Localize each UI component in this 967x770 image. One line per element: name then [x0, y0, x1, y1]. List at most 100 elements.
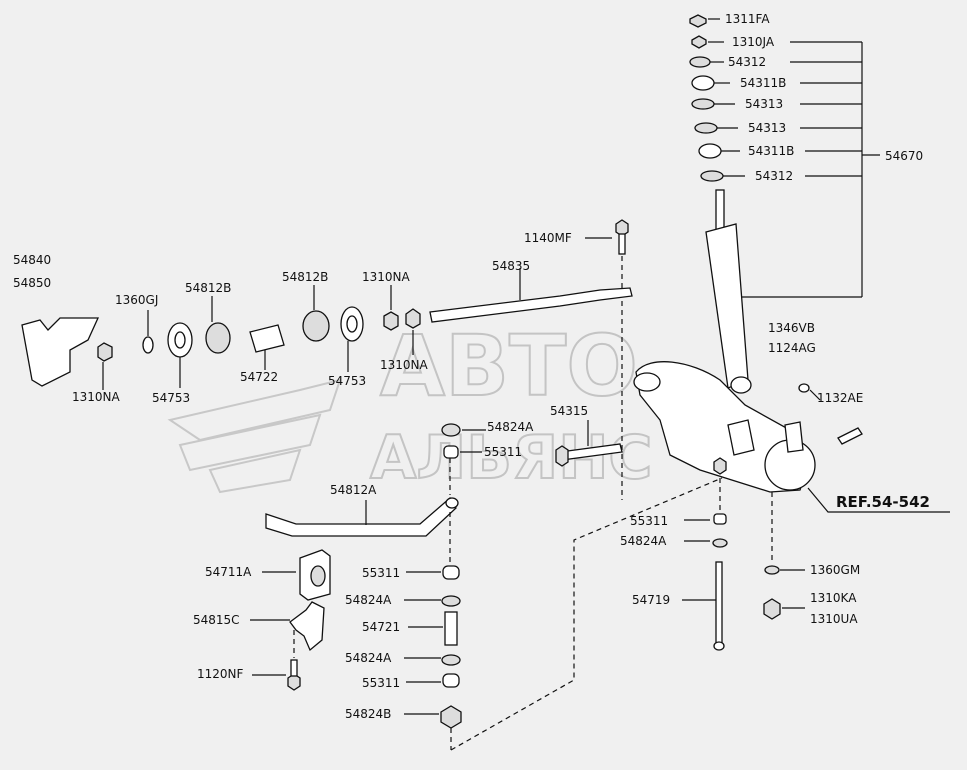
label-55311-right: 55311: [630, 514, 668, 528]
right-stack: [682, 478, 805, 651]
label-1310KA: 1310KA: [810, 591, 857, 605]
washer-1360GJ: [142, 336, 154, 354]
label-1310JA: 1310JA: [732, 35, 775, 49]
label-54812A: 54812A: [330, 483, 377, 497]
label-1311FA: 1311FA: [725, 12, 770, 26]
label-54850: 54850: [13, 276, 51, 290]
stabilizer-bar: [265, 497, 457, 537]
label-55311-c: 55311: [362, 676, 400, 690]
label-54312-top: 54312: [728, 55, 766, 69]
bushing-55311-top: [443, 445, 459, 459]
label-1132AE: 1132AE: [817, 391, 863, 405]
label-54824A-right: 54824A: [620, 534, 667, 548]
label-54812B-right: 54812B: [282, 270, 328, 284]
bushing-54311B-top: [691, 75, 715, 91]
sleeve-54722: [249, 324, 285, 353]
lower-control-arm: [633, 361, 816, 493]
washer-54824A-c: [441, 654, 461, 666]
strut-bar-54835: [429, 268, 633, 323]
bushing-55311-right: [713, 513, 727, 525]
label-54313-bottom: 54313: [748, 121, 786, 135]
label-1360GM: 1360GM: [810, 563, 860, 577]
bushing-55311-b: [442, 565, 460, 580]
label-1346VB: 1346VB: [768, 321, 815, 335]
label-1310NA-left: 1310NA: [72, 390, 121, 404]
label-1310NA-upper: 1310NA: [362, 270, 411, 284]
arm-bracket: [727, 419, 755, 456]
bolt-54315-group: [555, 420, 623, 467]
watermark-bottom-text: АЛЬЯНС: [370, 423, 652, 493]
label-54824A-b: 54824A: [345, 593, 392, 607]
label-1120NF: 1120NF: [197, 667, 244, 681]
watermark-top-text: АВТО: [380, 317, 638, 415]
arm-bushing: [633, 372, 661, 392]
shock-absorber: [705, 189, 752, 394]
shock-rod: [715, 189, 725, 231]
label-1310UA: 1310UA: [810, 612, 858, 626]
shock-mount-parts: [689, 14, 724, 182]
arm-nut: [713, 457, 727, 475]
label-54824A-top: 54824A: [487, 420, 534, 434]
watermark: АВТО АЛЬЯНС: [167, 316, 653, 494]
label-54719: 54719: [632, 593, 670, 607]
label-1310NA-lower: 1310NA: [380, 358, 429, 372]
washer-54312-bottom: [700, 170, 724, 182]
label-1124AG: 1124AG: [768, 341, 816, 355]
dashed-connector: [450, 477, 723, 751]
label-54711A: 54711A: [205, 565, 252, 579]
bracket-54840: [21, 317, 100, 387]
nut-1311FA: [689, 14, 707, 28]
label-55311-top: 55311: [484, 445, 522, 459]
bolt-1140MF-head: [615, 219, 629, 237]
label-54815C: 54815C: [193, 613, 240, 627]
label-55311-b: 55311: [362, 566, 400, 580]
label-54722: 54722: [240, 370, 278, 384]
bracket-54815C: [289, 601, 325, 652]
label-54824A-c: 54824A: [345, 651, 392, 665]
label-54311B-top: 54311B: [740, 76, 786, 90]
stabilizer-mount: [250, 549, 331, 691]
label-54315: 54315: [550, 404, 588, 418]
rod-54719: [715, 561, 723, 645]
washer-1360GM: [764, 565, 780, 575]
bushing-54812B-left: [205, 322, 231, 354]
nut-1310JA: [691, 35, 707, 49]
ball-joint-stud: [784, 421, 804, 453]
label-54313-top: 54313: [745, 97, 783, 111]
label-1360GJ: 1360GJ: [115, 293, 158, 307]
ref-leader: [807, 487, 950, 513]
bushing-54311B-bottom: [698, 143, 722, 159]
washer-54824A-right: [712, 538, 728, 548]
washer-54313-top: [691, 98, 715, 110]
label-54753-left: 54753: [152, 391, 190, 405]
ref-54-542: REF.54-542: [836, 493, 930, 511]
label-54835: 54835: [492, 259, 530, 273]
nut-54824B: [440, 705, 462, 729]
shock-leaders: [708, 18, 880, 298]
washer-54312-top: [689, 56, 711, 68]
washer-54313-bottom: [694, 122, 718, 134]
left-parts: [21, 285, 421, 390]
shock-eye: [730, 376, 752, 394]
label-54812B-left: 54812B: [185, 281, 231, 295]
label-1140MF: 1140MF: [524, 231, 572, 245]
bolt-1132AE: [837, 427, 863, 445]
label-54312-bottom: 54312: [755, 169, 793, 183]
nut-1310KA: [763, 598, 781, 620]
washer-54824A-b: [441, 595, 461, 607]
label-54753-right: 54753: [328, 374, 366, 388]
stabilizer-bar-group: [265, 423, 486, 565]
bushing-55311-c: [442, 673, 460, 688]
link-stack: [404, 565, 462, 750]
shock-body: [705, 223, 749, 389]
bolt-1132AE-group: [798, 383, 863, 445]
nut-1310NA-upper: [383, 311, 399, 331]
label-54824B: 54824B: [345, 707, 391, 721]
label-54840: 54840: [13, 253, 51, 267]
bolt-1140MF-shank: [618, 233, 626, 255]
label-54311B-bottom: 54311B: [748, 144, 794, 158]
bushing-54812B-right: [302, 310, 330, 342]
nut-1310NA-left: [97, 342, 113, 362]
